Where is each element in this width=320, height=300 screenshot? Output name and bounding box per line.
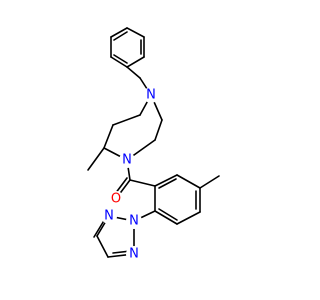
- atom-label: N: [146, 88, 156, 103]
- bond: [110, 27, 128, 38]
- bond: [112, 114, 141, 126]
- bond: [126, 27, 145, 38]
- bond: [103, 124, 114, 149]
- bond: [158, 178, 177, 189]
- bond: [87, 147, 105, 171]
- atom-label: N: [129, 247, 139, 262]
- atom-o-carbonyl: O: [108, 191, 124, 207]
- atom-label: N: [104, 209, 114, 224]
- atom-labels: N N O N N N: [101, 87, 159, 262]
- bond: [110, 56, 128, 68]
- bond: [126, 66, 141, 79]
- molecule-structure: N N O N N N: [87, 27, 220, 262]
- bond: [113, 31, 128, 41]
- atom-label: O: [111, 192, 121, 207]
- bond: [199, 175, 220, 189]
- bond: [129, 179, 156, 187]
- bond: [176, 211, 201, 225]
- bond: [113, 54, 128, 64]
- atom-label: N: [129, 214, 139, 229]
- atom-n-diazepane-bottom: N: [119, 152, 135, 168]
- bond: [154, 119, 163, 141]
- atom-n-diazepane-top: N: [143, 87, 159, 103]
- bond: [93, 218, 106, 238]
- bond: [126, 56, 145, 68]
- atom-n-triazole-2: N: [101, 208, 117, 224]
- atom-n-triazole-1: N: [126, 213, 142, 229]
- bond: [96, 235, 109, 258]
- bond: [176, 174, 201, 189]
- bond: [154, 174, 178, 187]
- atom-n-triazole-3: N: [126, 246, 142, 262]
- bond: [154, 210, 178, 225]
- bond: [158, 208, 178, 221]
- atom-label: N: [122, 153, 132, 168]
